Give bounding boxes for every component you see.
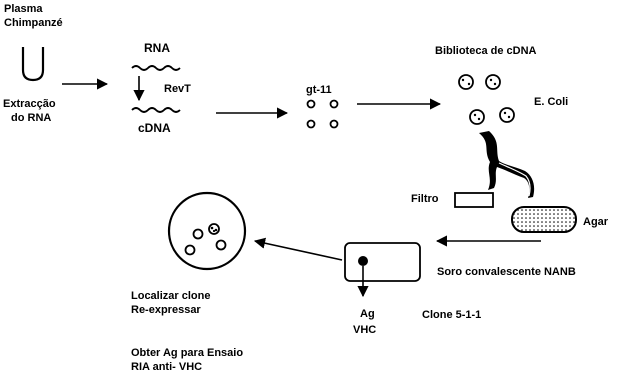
arrow-box-to-plate [255, 241, 342, 260]
ecoli-label: E. Coli [534, 96, 568, 108]
extraction-label-line1: Extracção [3, 98, 56, 110]
extraction-label-line2: do RNA [11, 112, 51, 124]
revt-label: RevT [164, 83, 191, 95]
library-label: Biblioteca de cDNA [435, 45, 536, 57]
gt11-label: gt-11 [306, 84, 332, 96]
plasma-label-line1: Plasma [4, 3, 43, 15]
filter-paper-strip [479, 131, 534, 198]
test-tube-icon [23, 47, 43, 80]
locate-label-line1: Localizar clone [131, 290, 210, 302]
cdna-label: cDNA [138, 122, 171, 134]
petri-plate [169, 193, 245, 269]
target-colony [209, 224, 219, 234]
ecoli-cells [459, 75, 514, 124]
filter-rectangle [455, 193, 493, 207]
serum-label: Soro convalescente NANB [437, 266, 576, 278]
rna-label: RNA [144, 42, 170, 54]
cdna-strand [132, 108, 180, 112]
plasma-label-line2: Chimpanzé [4, 17, 63, 29]
ag-label: Ag [360, 308, 375, 320]
clone-label: Clone 5-1-1 [422, 309, 481, 321]
agar-label: Agar [583, 216, 608, 228]
vhc-label: VHC [353, 324, 376, 336]
positive-clone-dot [358, 256, 368, 266]
obtain-label-line1: Obter Ag para Ensaio [131, 347, 243, 359]
obtain-label-line2: RIA anti- VHC [131, 361, 202, 373]
gt11-phages [308, 101, 338, 128]
locate-label-line2: Re-expressar [131, 304, 201, 316]
rna-strand [132, 66, 180, 70]
filter-label: Filtro [411, 193, 439, 205]
clone-screening-box [345, 243, 420, 281]
agar-dish [512, 207, 576, 232]
